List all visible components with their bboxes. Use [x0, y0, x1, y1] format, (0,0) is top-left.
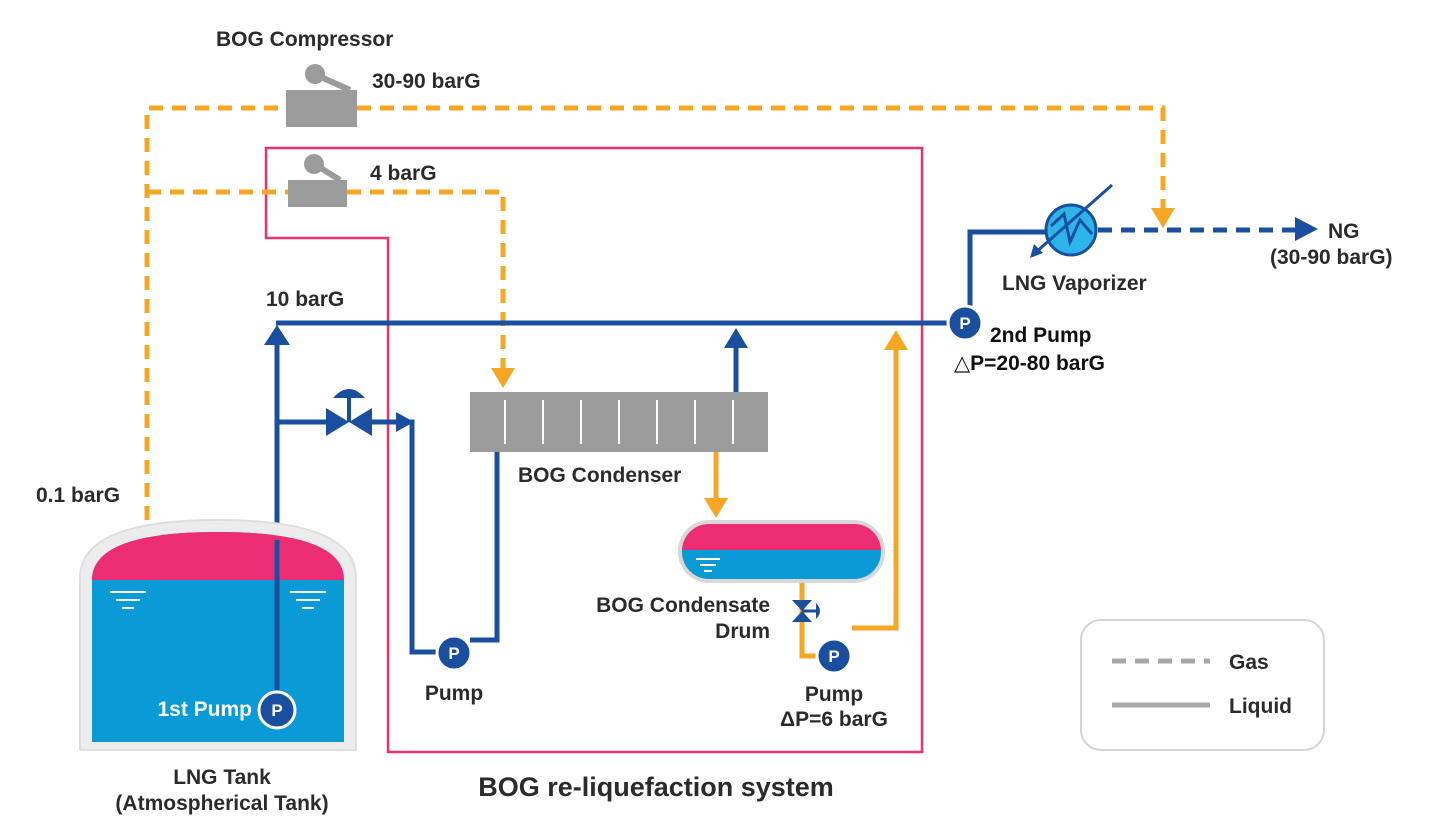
hp-pressure-label: 30-90 barG	[372, 70, 481, 93]
condensate-drum-label-line1: BOG Condensate	[596, 594, 770, 617]
bog-compressor-label: BOG Compressor	[216, 28, 393, 51]
lng-tank-label-line2: (Atmospherical Tank)	[115, 792, 328, 815]
header-arrow-up	[264, 325, 290, 345]
ng-label: NG	[1328, 220, 1360, 243]
lng-tank-label-line1: LNG Tank	[173, 766, 271, 789]
condensate-pump-icon: P	[815, 637, 853, 675]
legend: Gas Liquid	[1080, 619, 1325, 751]
pump-label: Pump	[425, 682, 483, 705]
svg-text:P: P	[828, 647, 839, 666]
lng-vaporizer-label: LNG Vaporizer	[1002, 272, 1147, 295]
second-pump-icon: P	[946, 304, 984, 342]
second-pump-dp-label: △P=20-80 barG	[954, 352, 1105, 375]
bypass-arrow	[396, 412, 414, 432]
condensate-arrow-to-header	[884, 330, 908, 350]
condenser-feed-pump-icon: P	[435, 634, 473, 672]
bog-condenser-label: BOG Condenser	[518, 464, 681, 487]
drum-outlet-valve	[792, 600, 820, 622]
tank-pressure-label: 0.1 barG	[36, 484, 120, 507]
ng-pressure-label: (30-90 barG)	[1270, 246, 1393, 269]
pump-to-header-line	[852, 348, 899, 631]
lp-pressure-label: 4 barG	[370, 162, 437, 185]
svg-text:P: P	[448, 644, 459, 663]
second-pump-label: 2nd Pump	[990, 324, 1092, 347]
first-pump-icon: P	[257, 690, 297, 730]
condenser-outlet-arrow	[724, 328, 748, 348]
condensate-pump-label: Pump	[805, 683, 863, 706]
lng-tank	[79, 518, 357, 751]
legend-gas-label: Gas	[1229, 651, 1269, 674]
lp-bog-compressor	[288, 154, 347, 207]
gas-arrow-to-condenser	[491, 368, 515, 388]
hp-bog-compressor	[286, 64, 357, 127]
svg-text:P: P	[271, 701, 282, 720]
first-pump-label: 1st Pump	[157, 698, 252, 721]
gas-arrow-to-ng	[1151, 208, 1175, 228]
header-pressure-label: 10 barG	[266, 288, 344, 311]
gas-line-lp-compressor-to-condenser	[347, 189, 506, 370]
pump-to-condenser-line	[470, 452, 500, 643]
liquid-lines	[274, 229, 1050, 690]
gas-line-hp-compressor-to-ng	[357, 105, 1166, 212]
bypass-control-valve	[326, 389, 372, 436]
condensate-arrow-to-drum	[704, 498, 728, 518]
condensate-drum-label-line2: Drum	[715, 620, 770, 643]
condensate-pump-dp-label: ΔP=6 barG	[780, 708, 888, 731]
system-title: BOG re-liquefaction system	[478, 772, 834, 802]
ng-arrow	[1295, 217, 1318, 241]
bog-condenser	[470, 392, 768, 452]
bypass-line	[277, 419, 438, 655]
svg-text:P: P	[959, 314, 970, 333]
lng-vaporizer	[1030, 183, 1113, 258]
bog-condensate-drum	[678, 520, 885, 583]
gas-lines	[144, 105, 1166, 520]
legend-liquid-label: Liquid	[1229, 695, 1292, 718]
reliquefaction-system-boundary	[264, 146, 924, 754]
